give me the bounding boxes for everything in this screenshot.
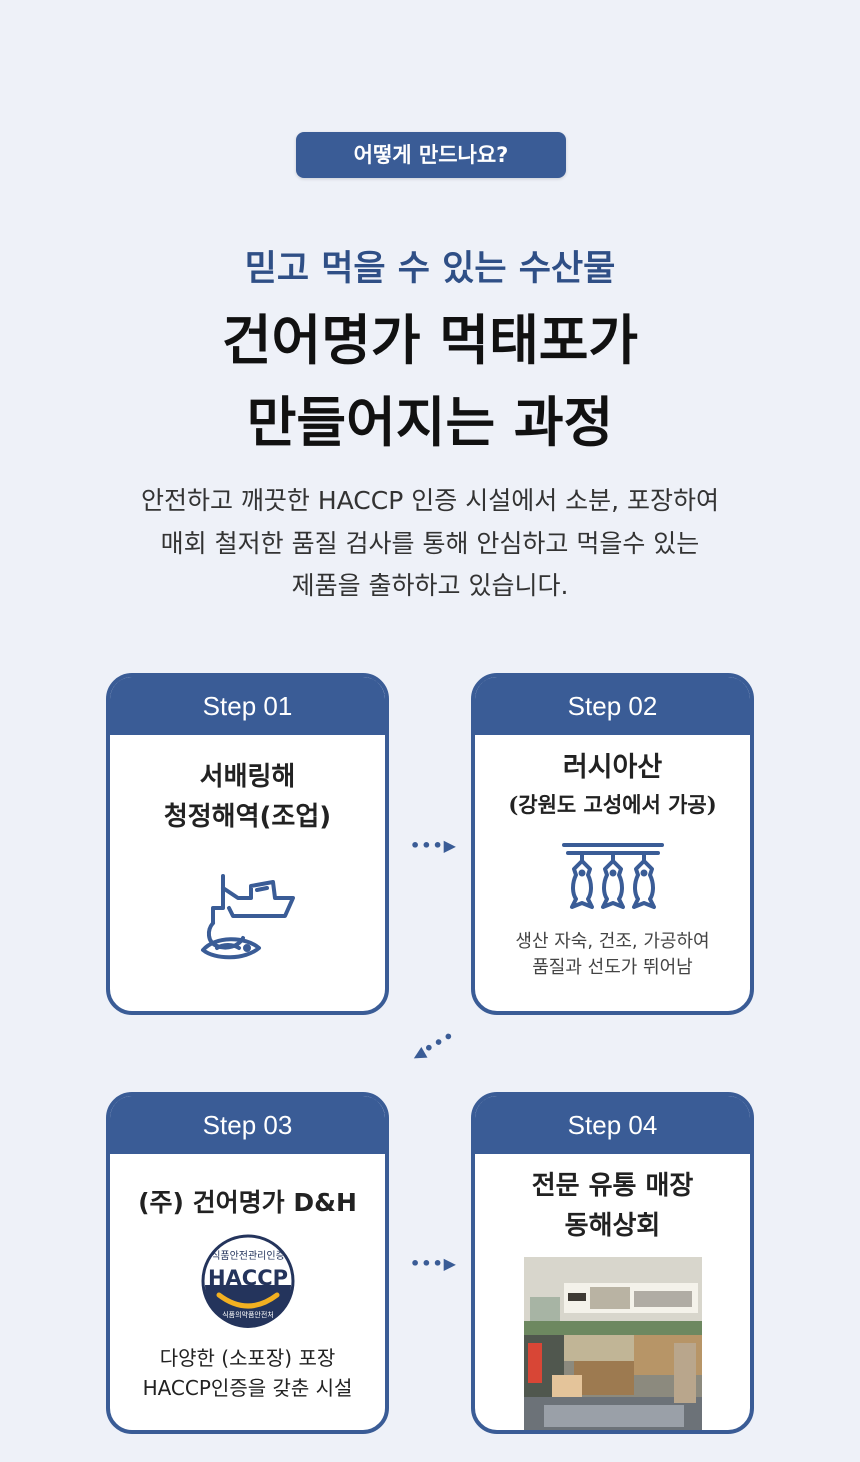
step-note-line: 품질과 선도가 뛰어남	[532, 957, 693, 979]
step-heading-line: 청정해역(조업)	[163, 802, 332, 833]
step-note-line: 생산 자숙, 건조, 가공하여	[515, 931, 710, 953]
step-card-2: Step 02 러시아산 (강원도 고성에서 가공)	[471, 673, 754, 1015]
description: 안전하고 깨끗한 HACCP 인증 시설에서 소분, 포장하여 매회 철저한 품…	[0, 480, 860, 608]
arrow-right-icon: •••▶	[410, 836, 457, 855]
step-label: Step 03	[110, 1096, 385, 1154]
arrow-right-icon: •••▶	[410, 1254, 457, 1273]
haccp-seal-icon: 식품안전관리인증 HACCP 식품의약품안전처	[110, 1233, 385, 1333]
step-heading-line: 동해상회	[564, 1211, 661, 1242]
fishing-boat-icon	[110, 868, 385, 972]
drying-fish-icon	[475, 839, 750, 915]
step-heading-line: 전문 유통 매장	[531, 1171, 694, 1201]
section-subtitle: 믿고 먹을 수 있는 수산물	[244, 249, 616, 289]
section-badge: 어떻게 만드나요?	[296, 132, 566, 178]
seal-main-text: HACCP	[207, 1266, 287, 1290]
step-note-line: 다양한 (소포장) 포장	[159, 1345, 336, 1370]
description-line: 제품을 출하하고 있습니다.	[291, 571, 569, 600]
step-label: Step 04	[475, 1096, 750, 1154]
step-card-3: Step 03 (주) 건어명가 D&H 식품안전관리인증 HACCP 식품의약…	[106, 1092, 389, 1434]
step-heading-line: 러시아산	[562, 752, 663, 783]
step-heading-line: 서배링해	[199, 762, 296, 792]
step-heading: (주) 건어명가 D&H	[138, 1188, 357, 1217]
description-line: 매회 철저한 품질 검사를 통해 안심하고 먹을수 있는	[160, 528, 700, 558]
step-heading-line: (강원도 고성에서 가공)	[508, 791, 717, 817]
step-card-1: Step 01 서배링해 청정해역(조업)	[106, 673, 389, 1015]
step-note: 다양한 (소포장) 포장 HACCP인증을 갖춘 시설	[110, 1343, 385, 1403]
arrow-down-left-icon: ◀•••	[408, 1025, 459, 1066]
step-heading: 서배링해 청정해역(조업)	[110, 757, 385, 838]
step-heading: 러시아산 (강원도 고성에서 가공)	[475, 747, 750, 821]
seal-bottom-text: 식품의약품안전처	[222, 1310, 274, 1319]
step-heading: 전문 유통 매장 동해상회	[475, 1166, 750, 1247]
step-label: Step 01	[110, 677, 385, 735]
seal-top-text: 식품안전관리인증	[211, 1250, 285, 1262]
step-note: 생산 자숙, 건조, 가공하여 품질과 선도가 뛰어남	[475, 929, 750, 981]
step-label: Step 02	[475, 677, 750, 735]
step-card-4: Step 04 전문 유통 매장 동해상회	[471, 1092, 754, 1434]
page-title-line-1: 건어명가 먹태포가	[221, 309, 639, 372]
description-line: 안전하고 깨끗한 HACCP 인증 시설에서 소분, 포장하여	[140, 486, 720, 515]
store-photo	[475, 1256, 750, 1430]
step-note-line: HACCP인증을 갖춘 시설	[142, 1375, 353, 1400]
page-title-line-2: 만들어지는 과정	[246, 391, 614, 454]
